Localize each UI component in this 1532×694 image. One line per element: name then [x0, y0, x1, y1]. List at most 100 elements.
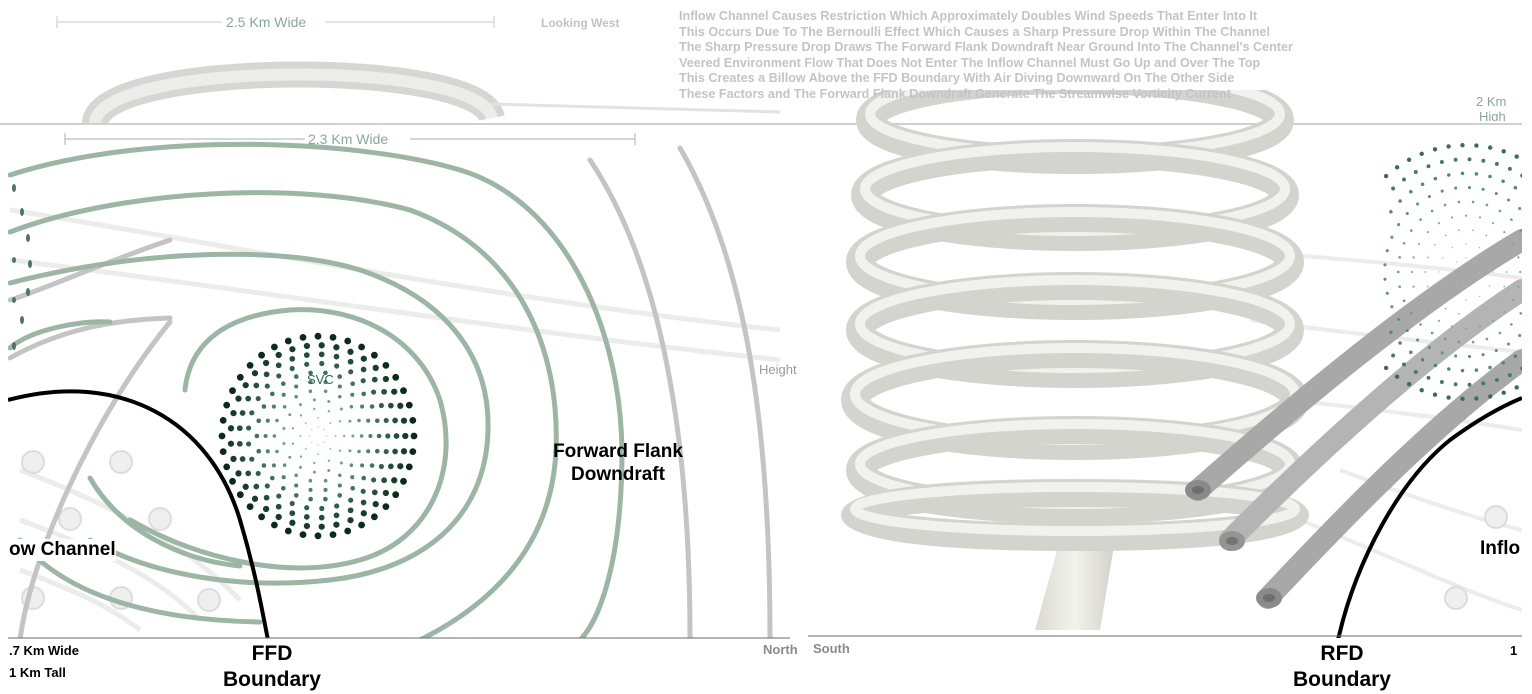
vortex-dot [372, 364, 379, 372]
vortex-dot [235, 470, 242, 477]
outer-gray-streamlines [8, 145, 773, 638]
vortex-dot [289, 346, 296, 353]
vortex-dot [1528, 217, 1531, 220]
north-label: North [763, 642, 798, 657]
vortex-dot [289, 510, 296, 517]
vortex-dot [1501, 149, 1506, 154]
vortex-dot [227, 425, 235, 432]
dimension-wide-label: .7 Km Wide [9, 643, 79, 658]
vortex-dot [263, 494, 270, 501]
vortex-dot [246, 503, 254, 510]
vortex-dot [1439, 160, 1444, 164]
vortex-dot [1426, 256, 1429, 259]
vortex-dot [1391, 186, 1396, 191]
vortex-dot [1443, 337, 1447, 341]
vortex-dot [1501, 361, 1505, 365]
vortex-dot [261, 404, 267, 409]
vortex-dot [405, 463, 413, 471]
note-line: This Occurs Due To The Bernoulli Effect … [679, 24, 1270, 39]
vortex-dot [349, 463, 354, 467]
vortex-dot [304, 422, 307, 425]
vortex-dot [1427, 194, 1431, 199]
vortex-dot [327, 409, 331, 413]
vortex-dot [1501, 390, 1506, 395]
vortex-dot [280, 381, 286, 387]
vortex-dot [323, 389, 328, 394]
vortex-dot [410, 432, 418, 440]
vortex-dot [229, 477, 236, 485]
vortex-dot [1485, 307, 1488, 310]
vortex-dot [383, 417, 389, 423]
vortex-dot [333, 512, 340, 519]
vortex-dot [264, 383, 270, 389]
vortex-dot [235, 395, 242, 402]
vortex-dot [1394, 374, 1400, 379]
vortex-dot [337, 384, 342, 389]
top-coil-arch [82, 61, 780, 124]
right-edge-vortex [1383, 143, 1531, 401]
vortex-dot [249, 456, 255, 462]
vortex-dot [357, 449, 361, 454]
vortex-dot [1390, 305, 1394, 309]
vortex-dot [392, 417, 398, 424]
vortex-dot [350, 392, 355, 397]
vortex-dot [1467, 185, 1472, 190]
vortex-dot [338, 449, 342, 452]
vortex-dot [1471, 200, 1475, 204]
vortex-dot [284, 337, 292, 345]
vortex-dot [1465, 257, 1467, 259]
coil-ring-highlight [850, 482, 1300, 536]
vortex-dot [1398, 255, 1402, 259]
inflow-tubes [1187, 229, 1522, 609]
vortex-dot [1458, 312, 1460, 315]
vortex-dot [303, 514, 310, 520]
vortex-dot [323, 487, 328, 492]
vortex-dot [311, 428, 313, 431]
svc-spiral [218, 332, 418, 540]
vortex-dot [1458, 229, 1460, 232]
vortex-dot [308, 478, 313, 483]
vortex-dot [1437, 319, 1440, 322]
vortex-dot [258, 513, 265, 521]
vortex-dot [264, 483, 270, 489]
vortex-dot [1409, 350, 1413, 355]
vortex-dot [319, 360, 325, 367]
vortex-dot [1419, 151, 1424, 156]
vortex-dot [1488, 394, 1493, 399]
vortex-dot [269, 391, 275, 397]
vortex-dot [1478, 216, 1482, 219]
vortex-dot [1520, 366, 1522, 371]
vortex-dot [1460, 396, 1465, 401]
vortex-dot [1454, 354, 1458, 358]
vortex-dot [1383, 173, 1389, 179]
vortex-dot [371, 489, 378, 496]
vortex-dot [246, 441, 252, 447]
vortex-dot [263, 433, 268, 439]
vortex-dot [1467, 157, 1472, 162]
vortex-dot [1433, 363, 1438, 368]
vortex-dot [1471, 340, 1475, 344]
vortex-dot [360, 510, 367, 517]
left-width-label: 2.3 Km Wide [308, 131, 389, 147]
vortex-dot [255, 470, 261, 476]
vortex-dot [308, 435, 310, 437]
vortex-dot [299, 465, 302, 469]
right-inflow-label: Inflo [1480, 538, 1521, 559]
vortex-dot [293, 493, 299, 498]
vortex-dot [262, 359, 270, 367]
vortex-dot [265, 418, 270, 423]
vortex-dot [288, 455, 292, 459]
vortex-dot [289, 519, 296, 526]
vortex-dot [1507, 198, 1511, 202]
vortex-dot [308, 389, 313, 394]
vortex-dot [1420, 358, 1425, 362]
vortex-dot [1455, 261, 1458, 263]
vortex-dot [391, 477, 398, 484]
right-edge-label: 1 [1510, 643, 1518, 658]
vortex-dot [1527, 379, 1531, 383]
vortex-dot [303, 352, 310, 358]
vortex-dot [357, 418, 361, 423]
vortex-dot [334, 503, 340, 509]
vortex-dot [1472, 229, 1474, 232]
vortex-dot [299, 414, 303, 417]
